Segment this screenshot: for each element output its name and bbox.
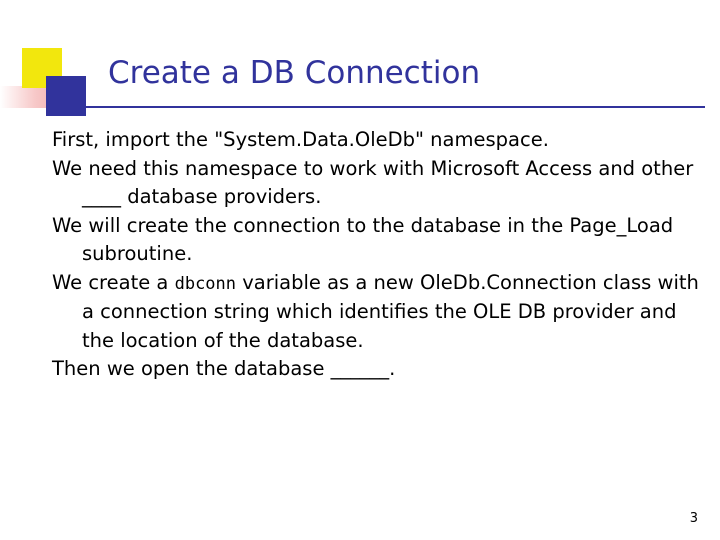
body-paragraph-2: We need this namespace to work with Micr… <box>52 155 712 212</box>
body-paragraph-4-text-lead: We create a <box>52 270 175 294</box>
page-number: 3 <box>689 511 698 526</box>
code-identifier-dbconn: dbconn <box>174 273 237 294</box>
body-paragraph-4-text-rest: variable as a new OleDb.Connection class… <box>82 270 699 352</box>
body-paragraph-5-text: Then we open the database ______. <box>52 357 396 380</box>
body-paragraph-3-text: We will create the connection to the dat… <box>52 213 674 266</box>
slide-body: First, import the "System.Data.OleDb" na… <box>52 126 712 384</box>
slide-title: Create a DB Connection <box>108 55 481 91</box>
decorative-blue-square <box>46 76 86 116</box>
body-paragraph-4: We create a dbconn variable as a new Ole… <box>52 269 712 356</box>
body-paragraph-5: Then we open the database ______. <box>52 355 712 384</box>
body-paragraph-2-text: We need this namespace to work with Micr… <box>52 156 694 209</box>
body-paragraph-3: We will create the connection to the dat… <box>52 212 712 269</box>
title-underline-rule <box>60 106 705 108</box>
body-paragraph-1-text: First, import the "System.Data.OleDb" na… <box>52 128 549 151</box>
body-paragraph-1: First, import the "System.Data.OleDb" na… <box>52 126 712 155</box>
